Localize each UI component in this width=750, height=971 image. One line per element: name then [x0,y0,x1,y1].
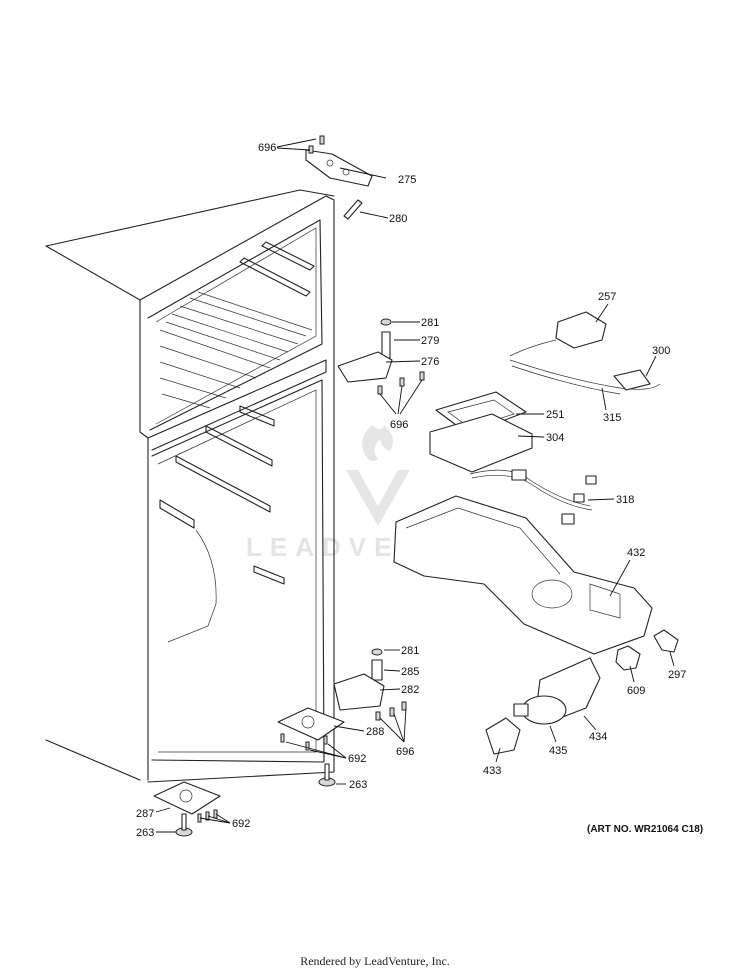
callout-300: 300 [652,345,670,357]
callout-257: 257 [598,291,616,303]
callout-263: 263 [349,779,367,791]
callout-692: 692 [348,753,366,765]
evaporator-pan-304 [429,413,533,473]
callout-281: 281 [401,645,419,657]
timer-thermostat-assembly [509,311,661,395]
footer-credit: Rendered by LeadVenture, Inc. [300,954,450,968]
door-switch-609 [615,645,641,671]
middle-hinge-group [337,318,425,395]
callout-696: 696 [390,419,408,431]
callout-696: 696 [258,142,276,154]
art-number: (ART NO. WR21064 C18) [587,824,704,835]
callout-692: 692 [232,818,250,830]
callout-281: 281 [421,317,439,329]
callout-304: 304 [546,432,564,444]
lamp-socket-433 [485,717,521,755]
callout-315: 315 [603,412,621,424]
callout-280: 280 [389,213,407,225]
top-hinge-group [305,135,373,220]
callout-297: 297 [668,669,686,681]
callout-275: 275 [398,174,416,186]
light-housing-432 [393,495,653,655]
callout-285: 285 [401,666,419,678]
callout-251: 251 [546,409,564,421]
callout-labels: 696 275 280 281 279 276 696 257 300 315 … [136,142,686,839]
light-bulb-435 [513,695,567,725]
refrigerator-cabinet [45,189,335,783]
leader-lines [155,138,675,833]
callout-609: 609 [627,685,645,697]
callout-287: 287 [136,808,154,820]
callout-282: 282 [401,684,419,696]
callout-263: 263 [136,827,154,839]
thermostat-297 [653,629,679,653]
callout-279: 279 [421,335,439,347]
wire-harness-318 [469,469,597,525]
bottom-hinge-group [153,648,407,837]
callout-434: 434 [589,731,607,743]
callout-435: 435 [549,745,567,757]
callout-433: 433 [483,765,501,777]
callout-318: 318 [616,494,634,506]
callout-696: 696 [396,746,414,758]
callout-276: 276 [421,356,439,368]
callout-432: 432 [627,547,645,559]
callout-288: 288 [366,726,384,738]
